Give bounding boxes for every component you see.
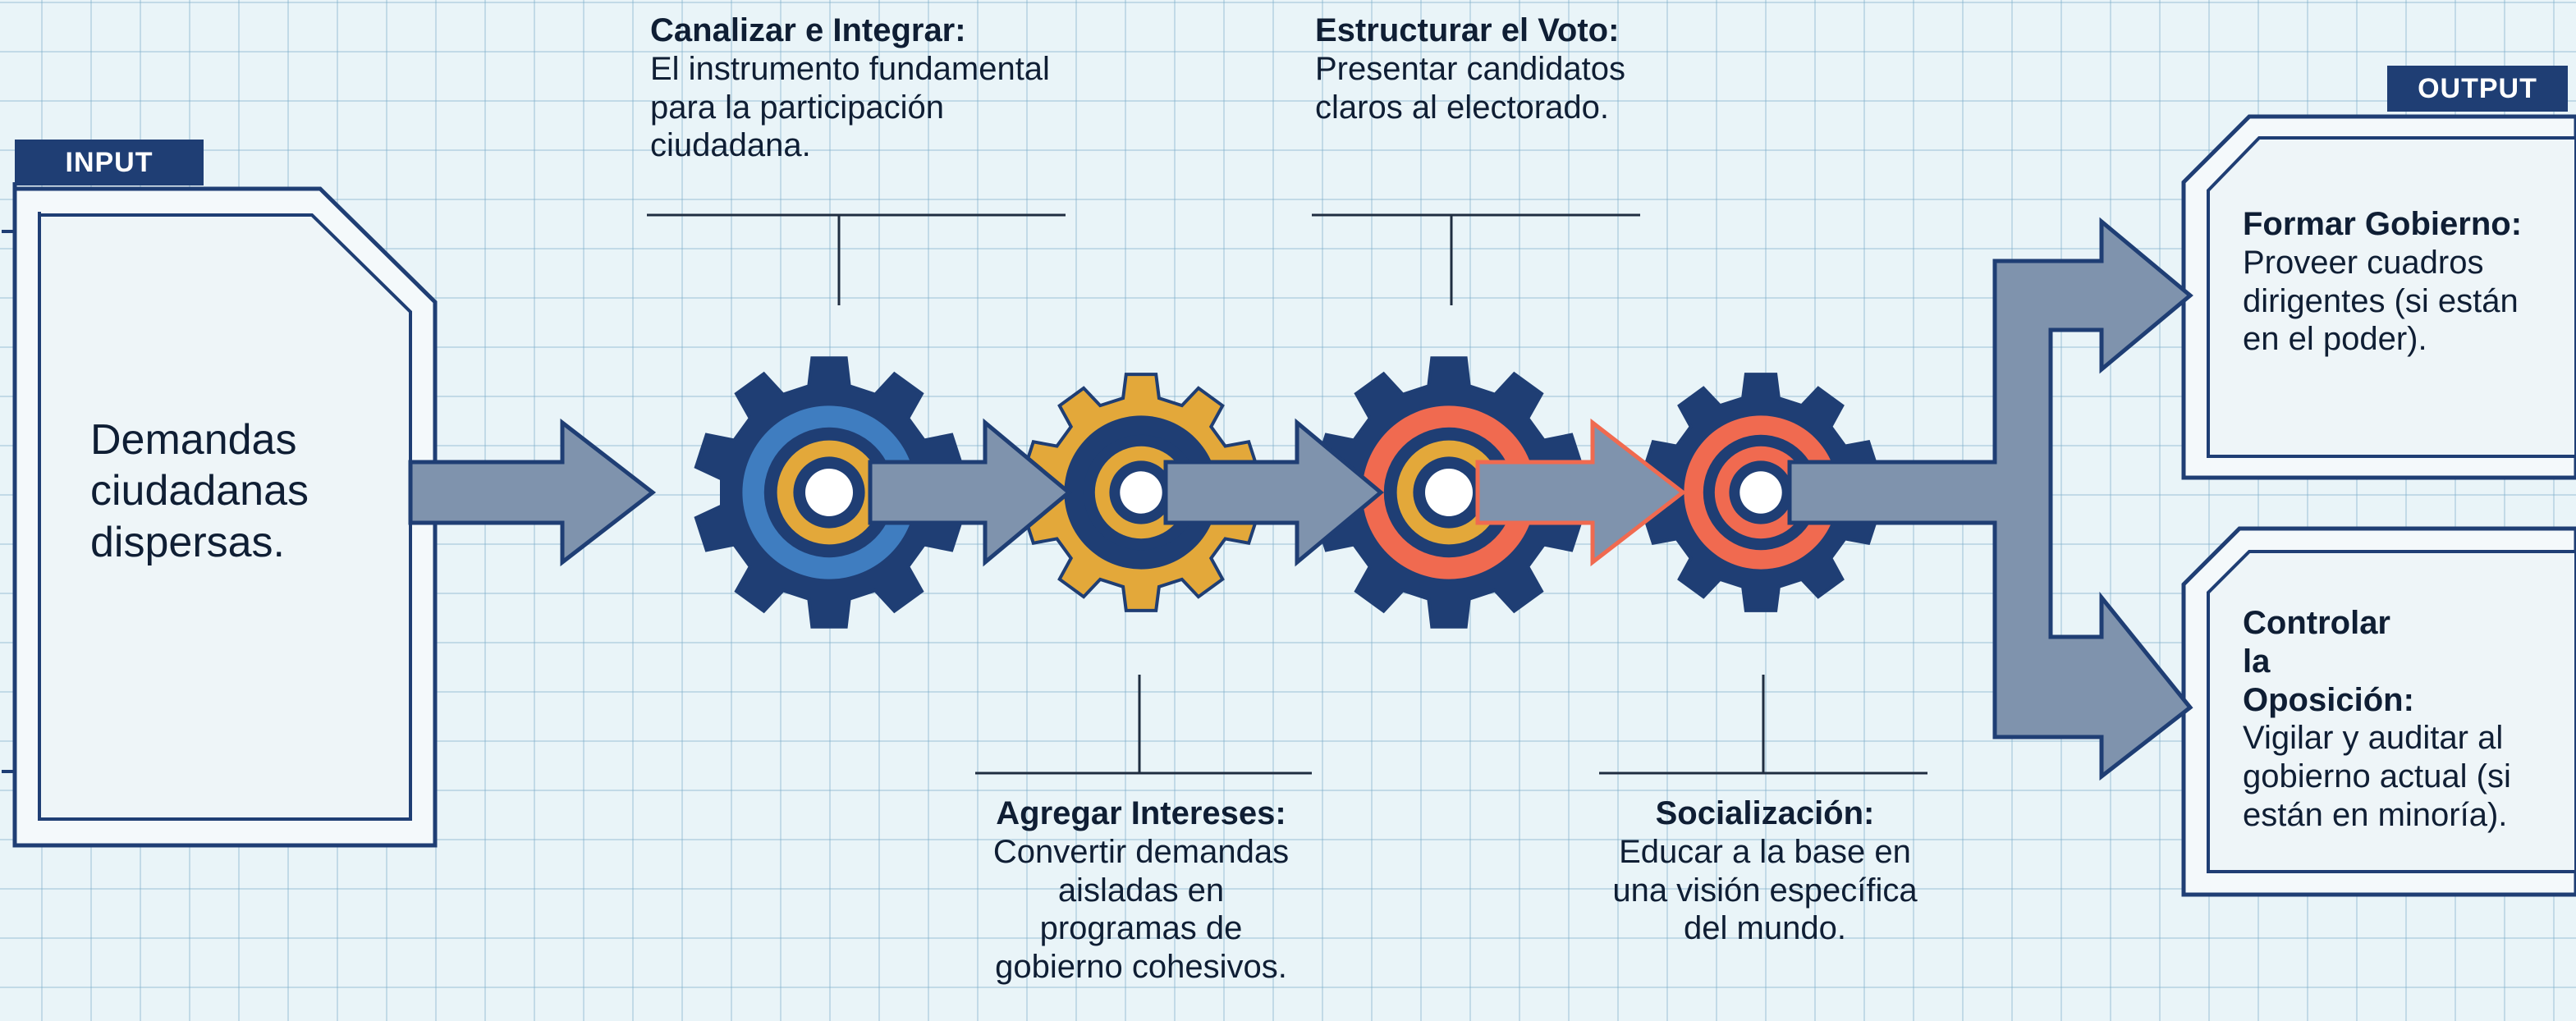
- gear-socializacion-hub: [1739, 471, 1782, 514]
- label-estructurar-title: Estructurar el Voto:: [1315, 12, 1620, 48]
- input-text: Demandas ciudadanas dispersas.: [90, 416, 309, 566]
- label-formar-gobierno-text: Proveer cuadros dirigentes (si están en …: [2243, 244, 2519, 358]
- label-socializacion: Socialización: Educar a la base en una v…: [1584, 794, 1946, 948]
- gear-agregar-hub: [1120, 471, 1162, 514]
- label-estructurar: Estructurar el Voto: Presentar candidato…: [1315, 11, 1643, 126]
- label-estructurar-text: Presentar candidatos claros al electorad…: [1315, 50, 1626, 126]
- leader-lines: [647, 213, 1927, 775]
- label-canalizar: Canalizar e Integrar: El instrumento fun…: [650, 11, 1077, 165]
- label-controlar-oposicion-title: Controlar la Oposición:: [2243, 605, 2414, 718]
- output-split-arrow: [1787, 217, 2193, 781]
- label-canalizar-text: El instrumento fundamental para la parti…: [650, 50, 1050, 164]
- label-socializacion-text: Educar a la base en una visión específic…: [1612, 833, 1918, 947]
- flow-arrows: [408, 217, 2193, 781]
- output-tag: OUTPUT: [2387, 66, 2568, 112]
- gear-estructurar-hub: [1425, 469, 1473, 516]
- label-controlar-oposicion: Controlar la Oposición: Vigilar y audita…: [2243, 604, 2546, 835]
- label-agregar: Agregar Intereses: Convertir demandas ai…: [960, 794, 1322, 987]
- label-socializacion-title: Socialización:: [1655, 795, 1875, 831]
- gear-socializacion: [1642, 373, 1880, 612]
- label-agregar-title: Agregar Intereses:: [996, 795, 1286, 831]
- input-panel: [2, 182, 438, 848]
- output-panel-gobierno: [2181, 114, 2576, 480]
- gear-estructurar: [1313, 356, 1584, 629]
- input-tag: INPUT: [15, 140, 204, 185]
- gears: [694, 356, 1880, 629]
- arrow-gear1-gear2: [868, 418, 1072, 567]
- gear-canalizar: [694, 356, 965, 629]
- label-canalizar-title: Canalizar e Integrar:: [650, 12, 966, 48]
- arrow-gear2-gear3: [1163, 418, 1384, 567]
- label-formar-gobierno: Formar Gobierno: Proveer cuadros dirigen…: [2243, 205, 2546, 359]
- label-controlar-oposicion-text: Vigilar y auditar al gobierno actual (si…: [2243, 720, 2511, 833]
- output-panel-oposicion: [2181, 526, 2576, 897]
- input-arrow: [408, 418, 657, 567]
- gear-canalizar-hub: [805, 469, 853, 516]
- label-agregar-text: Convertir demandas aisladas en programas…: [992, 833, 1290, 986]
- label-formar-gobierno-title: Formar Gobierno:: [2243, 206, 2523, 242]
- arrow-gear3-gear4: [1475, 418, 1687, 567]
